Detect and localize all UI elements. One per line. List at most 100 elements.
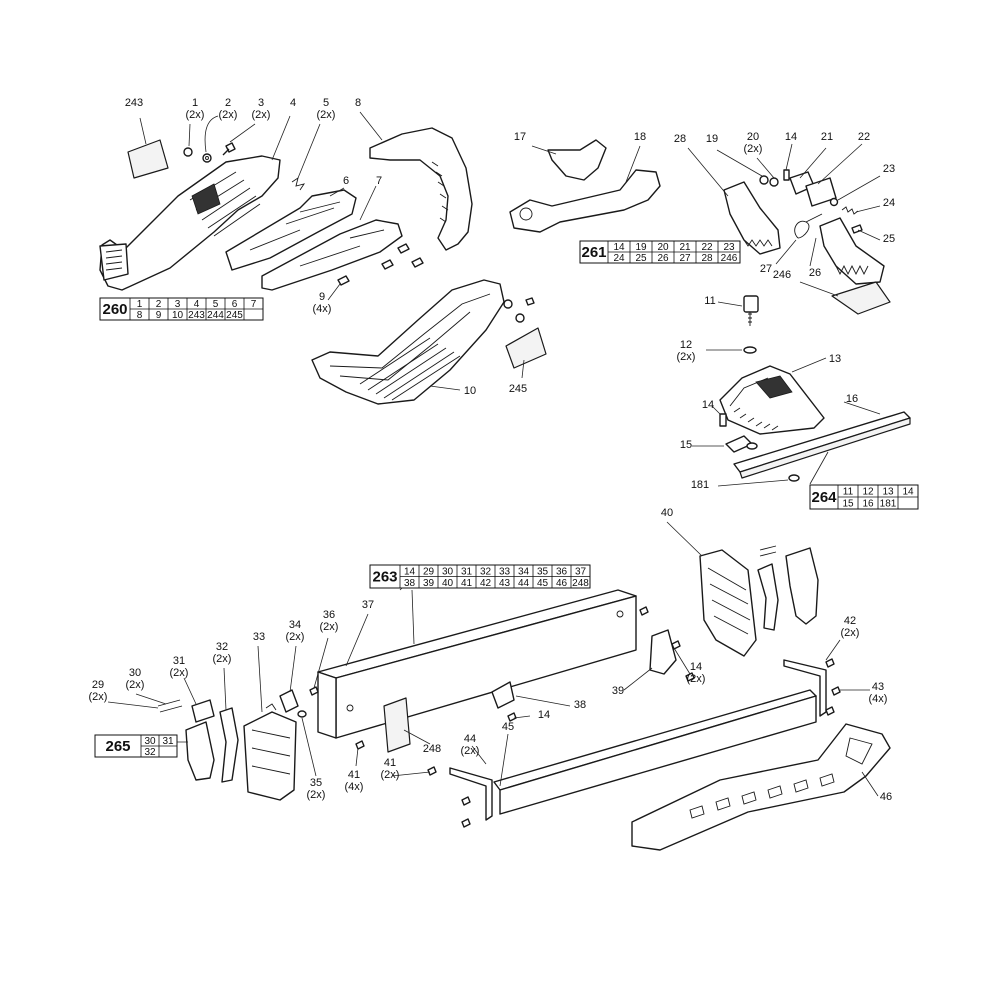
part-26-pawl bbox=[819, 217, 885, 285]
callout-line: 8 bbox=[355, 97, 361, 109]
part-4-pad bbox=[191, 183, 221, 215]
callout-11: 11 bbox=[704, 295, 715, 307]
callout-line: 38 bbox=[574, 699, 586, 711]
part-37-hole-b bbox=[616, 610, 624, 618]
kit-cell: 14 bbox=[613, 242, 625, 253]
callout-line: 32 bbox=[216, 641, 228, 653]
callout-14c: 14 bbox=[538, 709, 550, 721]
callout-6: 6 bbox=[343, 175, 349, 187]
callout-line: 45 bbox=[502, 721, 514, 733]
part-4-guard-half bbox=[99, 155, 281, 291]
antikickback-group bbox=[509, 139, 891, 315]
part-45-fence-face-front bbox=[499, 695, 817, 815]
callout-line: 10 bbox=[464, 385, 476, 397]
callout-14b: 14 bbox=[702, 399, 714, 411]
part-245-label bbox=[505, 327, 547, 369]
callout-25: 25 bbox=[883, 233, 895, 245]
callout-line: (2x) bbox=[317, 109, 336, 121]
callout-line: 19 bbox=[706, 133, 718, 145]
callout-line: (2x) bbox=[381, 769, 400, 781]
callout-29: 29(2x) bbox=[89, 679, 108, 703]
part-31-clip bbox=[191, 699, 215, 723]
callout-line: 41 bbox=[348, 769, 360, 781]
callout-line: (2x) bbox=[252, 109, 271, 121]
part-32-handle bbox=[185, 721, 215, 781]
part-40-lock-body bbox=[699, 549, 757, 657]
part-40-clip bbox=[757, 563, 779, 631]
callout-line: 16 bbox=[846, 393, 858, 405]
part-243-label bbox=[127, 139, 169, 179]
part-37-hole-a bbox=[346, 704, 354, 712]
kit-cell: 21 bbox=[679, 242, 691, 253]
callout-23: 23 bbox=[883, 163, 895, 175]
kit-cell: 27 bbox=[679, 253, 691, 264]
kit-cell: 32 bbox=[144, 747, 156, 758]
part-1-nut bbox=[183, 147, 193, 157]
part-246-label bbox=[831, 281, 891, 315]
callout-14a: 14 bbox=[785, 131, 797, 143]
callout-246: 246 bbox=[773, 269, 791, 281]
callout-32: 32(2x) bbox=[213, 641, 232, 665]
callout-line: 181 bbox=[691, 479, 709, 491]
kit-cell: 244 bbox=[207, 310, 224, 321]
callout-line: 21 bbox=[821, 131, 833, 143]
kit-cell: 12 bbox=[862, 487, 874, 498]
callout-19: 19 bbox=[706, 133, 718, 145]
part-6-arm bbox=[225, 189, 357, 271]
callout-27: 27 bbox=[760, 263, 772, 275]
callout-line: 23 bbox=[883, 163, 895, 175]
callout-15: 15 bbox=[680, 439, 692, 451]
callout-line: (2x) bbox=[186, 109, 205, 121]
callout-1: 1(2x) bbox=[186, 97, 205, 121]
callout-30: 30(2x) bbox=[126, 667, 145, 691]
fence-screws bbox=[355, 606, 841, 828]
leader-lines bbox=[107, 111, 881, 797]
part-29-pin bbox=[157, 699, 183, 713]
kit-number: 260 bbox=[102, 301, 127, 318]
callout-line: 36 bbox=[323, 609, 335, 621]
callout-line: (4x) bbox=[345, 781, 364, 793]
kit-cell: 35 bbox=[537, 566, 549, 577]
callout-line: 9 bbox=[319, 291, 325, 303]
kit-cell: 14 bbox=[404, 566, 416, 577]
kit-cell: 24 bbox=[613, 253, 625, 264]
part-3-screw bbox=[222, 142, 236, 156]
kit-cell: 9 bbox=[156, 310, 162, 321]
part-10-ribs bbox=[359, 337, 461, 401]
callout-line: 3 bbox=[258, 97, 264, 109]
kit-cell: 36 bbox=[556, 566, 568, 577]
part-44-bracket-right bbox=[783, 659, 827, 717]
callout-10: 10 bbox=[464, 385, 476, 397]
part-28-teeth bbox=[743, 239, 773, 247]
kit-cell: 39 bbox=[423, 578, 435, 589]
kit-cell: 10 bbox=[172, 310, 184, 321]
part-11-knob bbox=[743, 295, 759, 313]
callout-line: 6 bbox=[343, 175, 349, 187]
part-181-washer bbox=[788, 474, 800, 482]
callout-181: 181 bbox=[691, 479, 709, 491]
kit-cell: 22 bbox=[701, 242, 713, 253]
callout-31: 31(2x) bbox=[170, 655, 189, 679]
callout-41a: 41(4x) bbox=[345, 769, 364, 793]
part-10-screw bbox=[525, 297, 535, 306]
callout-7: 7 bbox=[376, 175, 382, 187]
part-13-miter-head bbox=[719, 365, 825, 435]
callout-line: 7 bbox=[376, 175, 382, 187]
callout-37: 37 bbox=[362, 599, 374, 611]
part-14b-pin bbox=[719, 413, 727, 427]
callout-line: 35 bbox=[310, 777, 322, 789]
part-37-fence-rail-front bbox=[335, 595, 637, 739]
kit-cell: 181 bbox=[880, 499, 897, 510]
part-34-cam bbox=[279, 689, 299, 713]
part-10-washer bbox=[515, 313, 525, 323]
callout-line: 33 bbox=[253, 631, 265, 643]
kit-cell: 15 bbox=[842, 499, 854, 510]
fence-group bbox=[317, 545, 891, 851]
part-36-screw bbox=[309, 686, 319, 696]
callout-33: 33 bbox=[253, 631, 265, 643]
callout-line: 39 bbox=[612, 685, 624, 697]
callout-line: 243 bbox=[125, 97, 143, 109]
